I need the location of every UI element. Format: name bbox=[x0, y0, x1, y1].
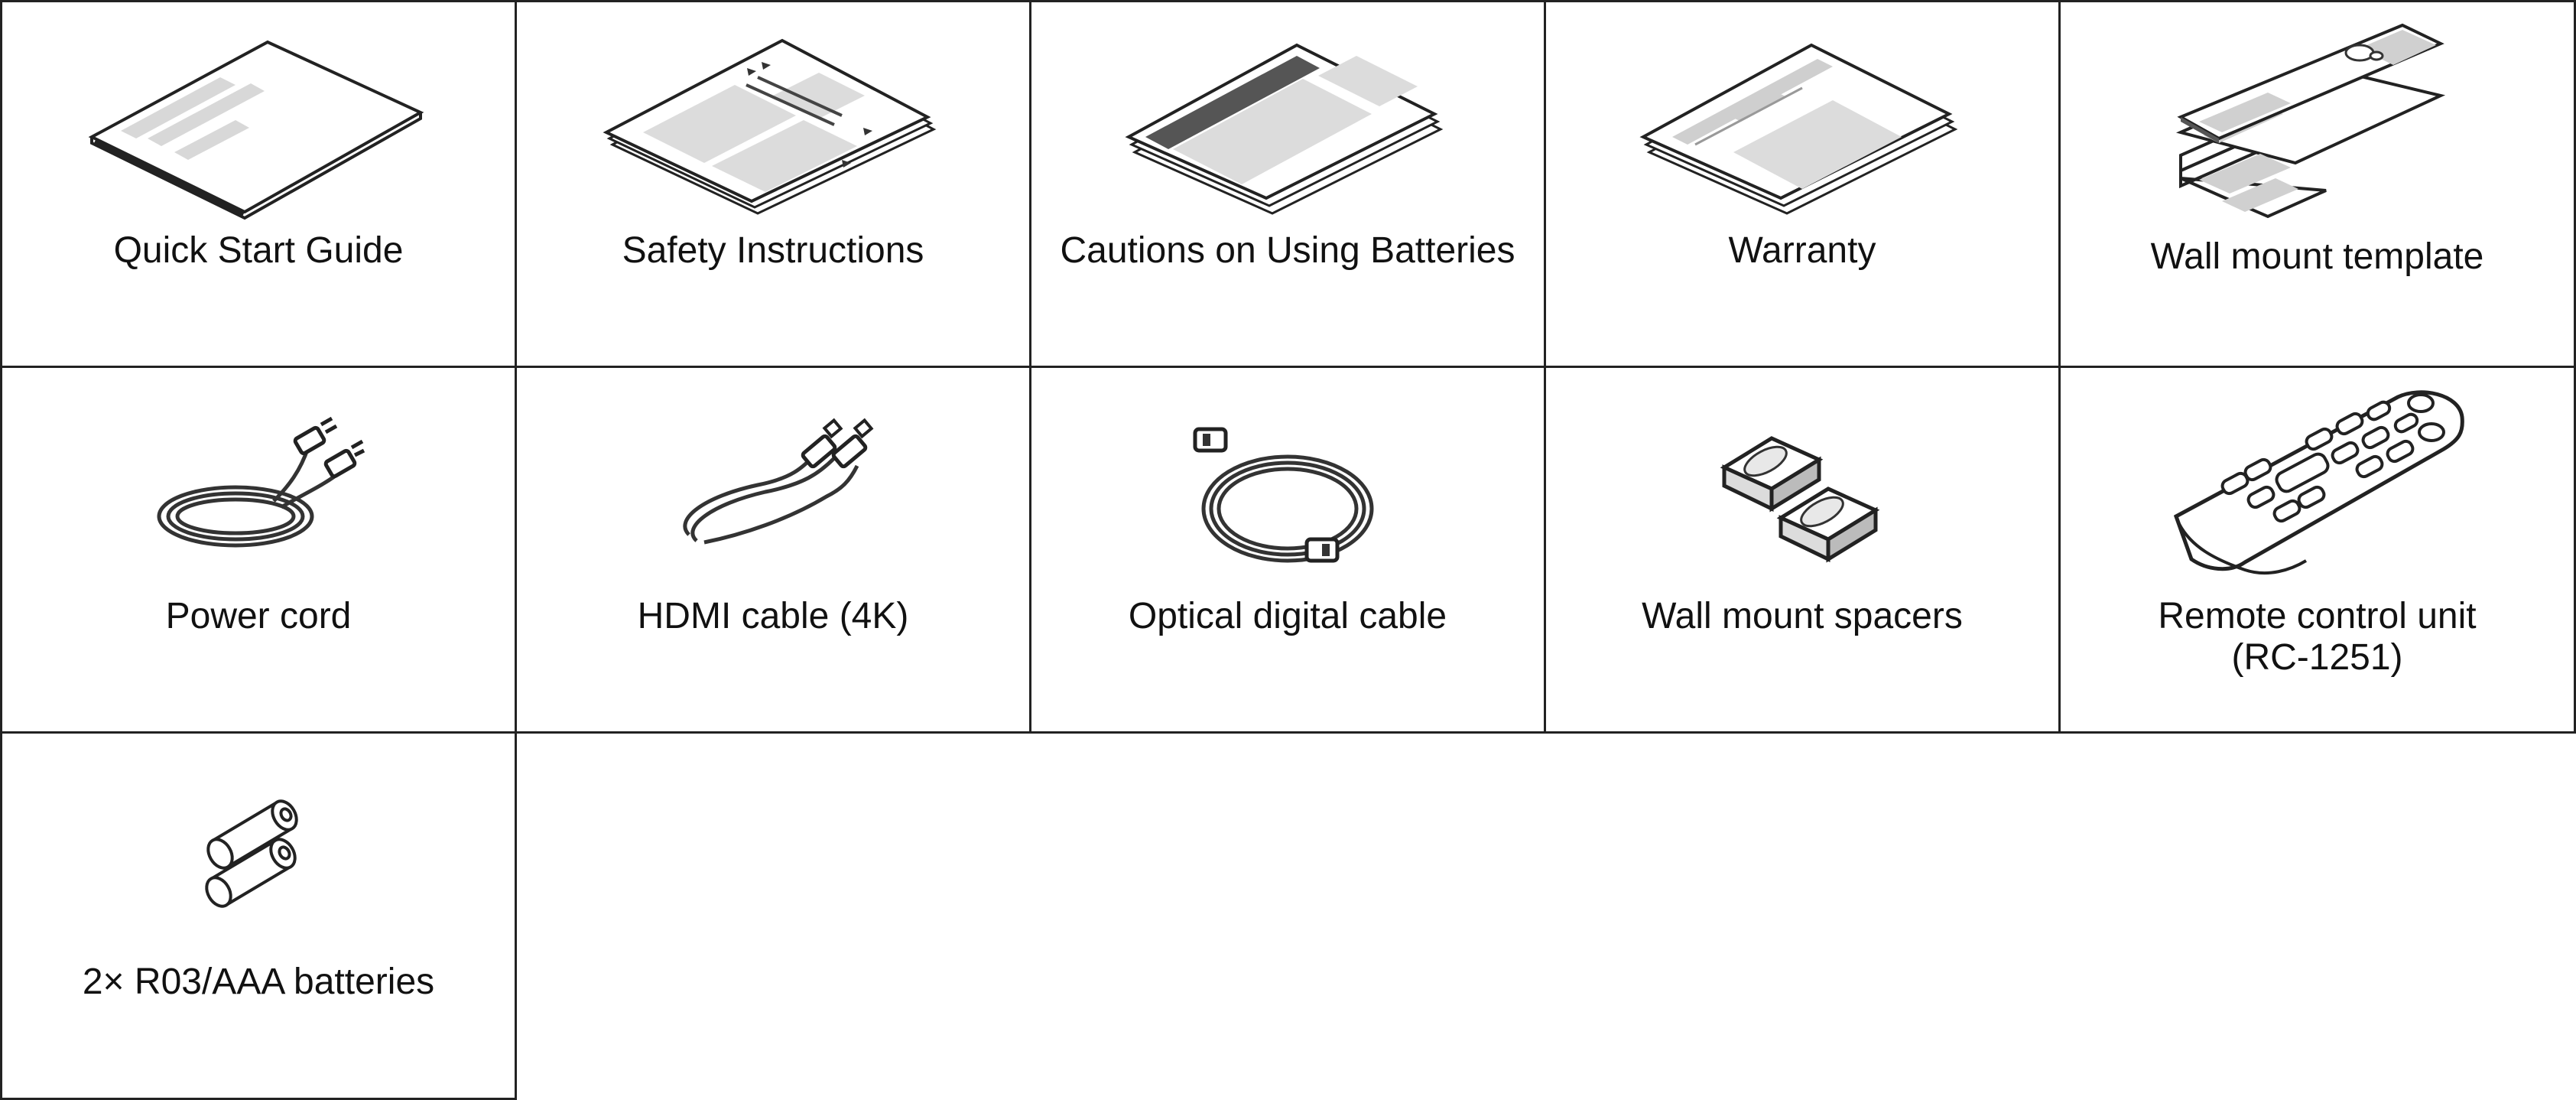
remote-control-icon bbox=[2168, 386, 2467, 578]
accessory-cell-warranty: Warranty bbox=[1544, 0, 2061, 368]
optical-cable-icon bbox=[1192, 425, 1383, 570]
wall-mount-template-icon bbox=[2175, 21, 2459, 220]
warranty-icon bbox=[1639, 30, 1963, 215]
accessory-cell-optical-cable: Optical digital cable bbox=[1029, 366, 1546, 734]
item-label: HDMI cable (4K) bbox=[637, 596, 909, 636]
item-label: Quick Start Guide bbox=[113, 230, 404, 271]
accessory-cell-wall-mount-spacers: Wall mount spacers bbox=[1544, 366, 2061, 734]
item-label: 2× R03/AAA batteries bbox=[82, 962, 435, 1002]
item-label: Safety Instructions bbox=[622, 230, 924, 271]
batteries-icon bbox=[197, 795, 320, 910]
accessory-cell-quick-start-guide: Quick Start Guide bbox=[0, 0, 517, 368]
accessory-cell-safety-instructions: Safety Instructions bbox=[515, 0, 1031, 368]
accessory-cell-power-cord: Power cord bbox=[0, 366, 517, 734]
item-label: Remote control unit (RC-1251) bbox=[2158, 596, 2477, 678]
accessory-cell-batteries: 2× R03/AAA batteries bbox=[0, 731, 517, 1100]
item-label: Power cord bbox=[165, 596, 352, 636]
power-cord-icon bbox=[151, 402, 365, 555]
wall-mount-spacers-icon bbox=[1718, 429, 1886, 567]
battery-cautions-icon bbox=[1125, 30, 1448, 215]
accessory-cell-wall-mount-template: Wall mount template bbox=[2058, 0, 2576, 368]
item-label: Wall mount template bbox=[2150, 236, 2484, 277]
accessory-cell-battery-cautions: Cautions on Using Batteries bbox=[1029, 0, 1546, 368]
safety-instructions-icon bbox=[603, 30, 941, 215]
item-label: Wall mount spacers bbox=[1642, 596, 1963, 636]
quick-start-guide-icon bbox=[83, 24, 434, 220]
accessory-cell-remote-control: Remote control unit (RC-1251) bbox=[2058, 366, 2576, 734]
item-label: Cautions on Using Batteries bbox=[1060, 230, 1515, 271]
accessory-cell-hdmi-cable: HDMI cable (4K) bbox=[515, 366, 1031, 734]
hdmi-cable-icon bbox=[674, 412, 874, 550]
item-label: Warranty bbox=[1728, 230, 1876, 271]
item-label: Optical digital cable bbox=[1128, 596, 1447, 636]
